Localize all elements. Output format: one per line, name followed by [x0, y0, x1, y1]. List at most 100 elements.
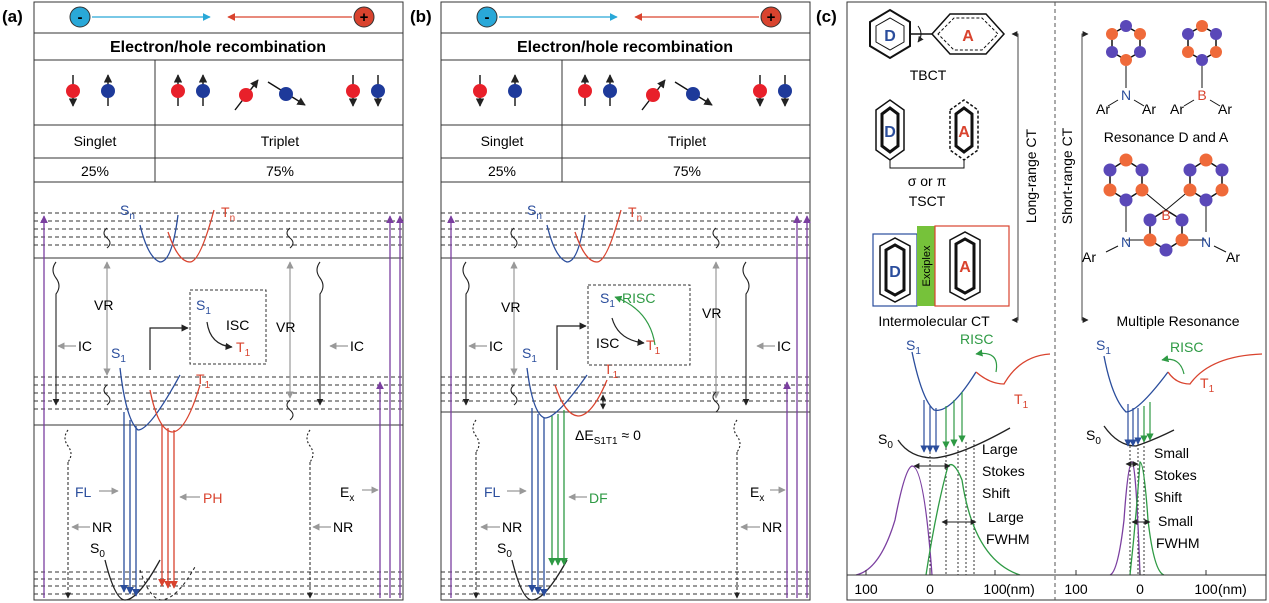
exciplex-label: Exciplex — [921, 245, 933, 286]
panel-b-label: (b) — [410, 7, 432, 26]
c-s1-curve — [911, 351, 977, 411]
panel-a-frame — [33, 1, 404, 601]
donor-tbct: D — [884, 28, 896, 45]
c-em-peak-left — [925, 463, 1021, 576]
nr-label-left-b: NR — [502, 519, 522, 535]
exciplex-bar — [917, 226, 935, 306]
tn-curve — [167, 209, 215, 263]
mr-n-right: N — [1201, 234, 1211, 250]
mr-b-atom: B — [1161, 207, 1170, 223]
singlet-percent: 25% — [81, 163, 109, 179]
s0-label-b: S0 — [497, 540, 512, 560]
singlet-label-b: Singlet — [481, 133, 524, 149]
triplet-label-b: Triplet — [668, 133, 706, 149]
recombination-title: Electron/hole recombination — [110, 39, 326, 56]
risc-arrow — [614, 295, 656, 346]
sn-label: Sn — [120, 202, 135, 222]
large-fwhm-1: Large — [988, 509, 1024, 525]
large-fwhm-2: FWHM — [986, 531, 1030, 547]
isc-label-b: ISC — [596, 335, 619, 351]
ex-label: Ex — [340, 484, 354, 504]
acceptor-ring-tsct — [949, 99, 979, 161]
ic-label-right: IC — [350, 338, 364, 354]
small-stokes-1: Small — [1154, 445, 1189, 461]
nr-label-left: NR — [92, 519, 112, 535]
isc-t1: T1 — [236, 339, 251, 359]
multiple-resonance-molecule: B N N Ar Ar — [1082, 153, 1240, 265]
intermolecular-label: Intermolecular CT — [878, 313, 990, 329]
tick-right-100-a: 100 — [1064, 581, 1088, 597]
c-risc-label: RISC — [960, 331, 993, 347]
energy-levels — [34, 212, 403, 595]
panel-c: (c) D A TBCT D A σ or π TSCT D Exciplex … — [816, 1, 1267, 601]
donor-exciplex: D — [889, 264, 901, 281]
acceptor-ring-tbct — [930, 13, 1006, 55]
tick-left-100-a: 100 — [854, 581, 878, 597]
c-s0-curve — [897, 427, 1011, 459]
panel-a-label: (a) — [2, 7, 23, 26]
isc-label: ISC — [226, 317, 249, 333]
mr-ar-left: Ar — [1082, 249, 1096, 265]
ic-label-left: IC — [78, 338, 92, 354]
electron-icon — [69, 6, 91, 28]
ar-left-1: Ar — [1096, 101, 1110, 117]
ph-label: PH — [203, 490, 222, 506]
triplet-label: Triplet — [261, 133, 299, 149]
c-em-peak-right — [1129, 461, 1165, 576]
triplet-percent: 75% — [266, 163, 294, 179]
minus-sign: - — [78, 9, 83, 26]
mr-n-left: N — [1121, 234, 1131, 250]
isc-link-arrow — [149, 324, 189, 370]
small-fwhm-2: FWHM — [1156, 535, 1200, 551]
short-range-label: Short-range CT — [1059, 127, 1075, 224]
large-stokes-2: Stokes — [982, 463, 1025, 479]
small-stokes-2: Stokes — [1154, 467, 1197, 483]
svg-text:S1: S1 — [600, 290, 615, 310]
plus-sign-b: + — [767, 9, 776, 26]
ic-label-right-b: IC — [777, 338, 791, 354]
ar-right-1: Ar — [1142, 101, 1156, 117]
small-stokes-3: Shift — [1154, 489, 1182, 505]
unit-right: (nm) — [1218, 581, 1247, 597]
small-fwhm-1: Small — [1158, 513, 1193, 529]
vr-label-right-b: VR — [702, 305, 721, 321]
c-t1-label: T1 — [1014, 391, 1029, 411]
c-s1-label-r: S1 — [1096, 337, 1111, 357]
nr-label-right: NR — [333, 519, 353, 535]
c-abs-peak-left — [855, 465, 933, 576]
long-range-label: Long-range CT — [1023, 128, 1039, 223]
tbct-label: TBCT — [910, 67, 947, 83]
panel-b: (b) - + Electron/hole recombination Sing… — [410, 1, 811, 601]
panel-c-label: (c) — [816, 7, 837, 26]
donor-ring-tbct — [869, 8, 911, 60]
c-s0-label: S0 — [878, 431, 893, 451]
large-stokes-1: Large — [982, 441, 1018, 457]
isc-s1: S1 — [196, 297, 211, 317]
ar-left-2: Ar — [1170, 101, 1184, 117]
tn-label: Tn — [221, 204, 235, 224]
tick-left-0: 0 — [926, 581, 934, 597]
large-stokes-3: Shift — [982, 485, 1010, 501]
tick-right-0: 0 — [1136, 581, 1144, 597]
acceptor-box — [934, 225, 1010, 307]
risc-label: RISC — [622, 290, 655, 306]
unit-left: (nm) — [1006, 581, 1035, 597]
tsct-label: TSCT — [909, 193, 946, 209]
c-t1-curve — [975, 353, 1051, 385]
risc-box — [587, 284, 691, 366]
triplet-percent-b: 75% — [673, 163, 701, 179]
s1-label: S1 — [111, 345, 126, 365]
acceptor-tsct: A — [958, 124, 970, 141]
singlet-percent-b: 25% — [488, 163, 516, 179]
resonance-b-molecule: B Ar Ar — [1170, 20, 1232, 117]
tick-left-100-b: 100 — [983, 581, 1007, 597]
ar-right-2: Ar — [1218, 101, 1232, 117]
c-risc-label-r: RISC — [1170, 339, 1203, 355]
panel-a: (a) - + Electron/hole recombination Sing… — [2, 1, 404, 601]
panel-c-frame — [846, 1, 1267, 601]
multiple-resonance-label: Multiple Resonance — [1117, 313, 1240, 329]
ex-label-b: Ex — [750, 484, 764, 504]
spin-pairs — [68, 74, 383, 111]
sn-curve — [139, 214, 179, 263]
acceptor-exciplex: A — [959, 259, 971, 276]
